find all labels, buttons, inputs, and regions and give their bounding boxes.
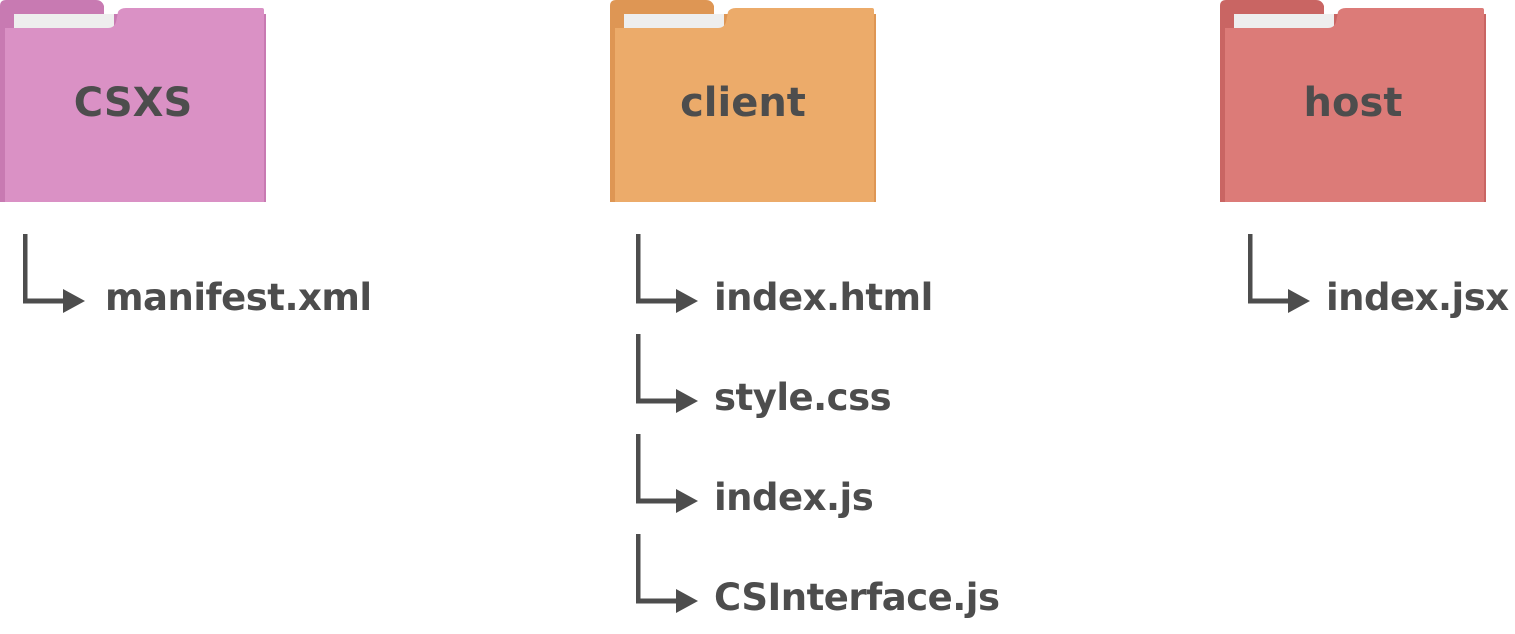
folder-label: CSXS: [73, 80, 193, 126]
tree-arrow-icon: [636, 234, 698, 313]
tree-arrow-icon: [23, 234, 85, 313]
folder-icon: [1220, 0, 1486, 202]
folder-label: client: [680, 80, 806, 126]
folder-label: host: [1303, 80, 1403, 126]
tree-arrow-icon: [636, 534, 698, 613]
file-label: manifest.xml: [105, 276, 372, 319]
file-label: style.css: [714, 376, 892, 419]
folder-icon: [0, 0, 266, 202]
folder-csxs: CSXS: [0, 0, 266, 205]
folder-client: client: [610, 0, 876, 205]
file-label: CSInterface.js: [714, 576, 1000, 619]
file-label: index.js: [714, 476, 874, 519]
tree-arrow-icon: [1248, 234, 1310, 313]
folder-host: host: [1220, 0, 1486, 205]
tree-arrow-icon: [636, 334, 698, 413]
tree-arrow-icon: [636, 434, 698, 513]
file-label: index.jsx: [1326, 276, 1509, 319]
folder-icon: [610, 0, 876, 202]
file-label: index.html: [714, 276, 933, 319]
